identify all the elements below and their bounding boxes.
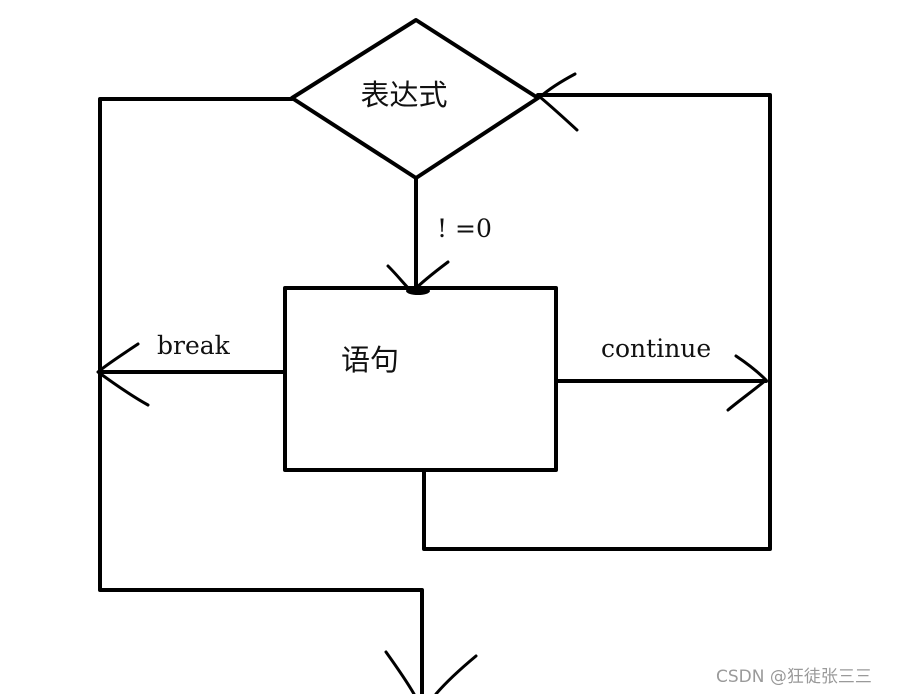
continue-arrowhead (726, 354, 768, 412)
condition-label: ! =0 (437, 214, 492, 243)
exit-arrowhead (384, 650, 478, 694)
statement-label: 语句 (341, 343, 399, 377)
watermark-text: CSDN @狂徒张三三 (716, 667, 872, 687)
break-arrowhead (96, 342, 150, 407)
continue-label: continue (601, 334, 711, 363)
false-exit-path (98, 97, 424, 694)
break-label: break (157, 331, 231, 360)
loop-back-arrowhead (538, 72, 579, 132)
loop-back-path (422, 93, 772, 551)
statement-box (283, 286, 558, 472)
decision-label: 表达式 (360, 78, 447, 112)
